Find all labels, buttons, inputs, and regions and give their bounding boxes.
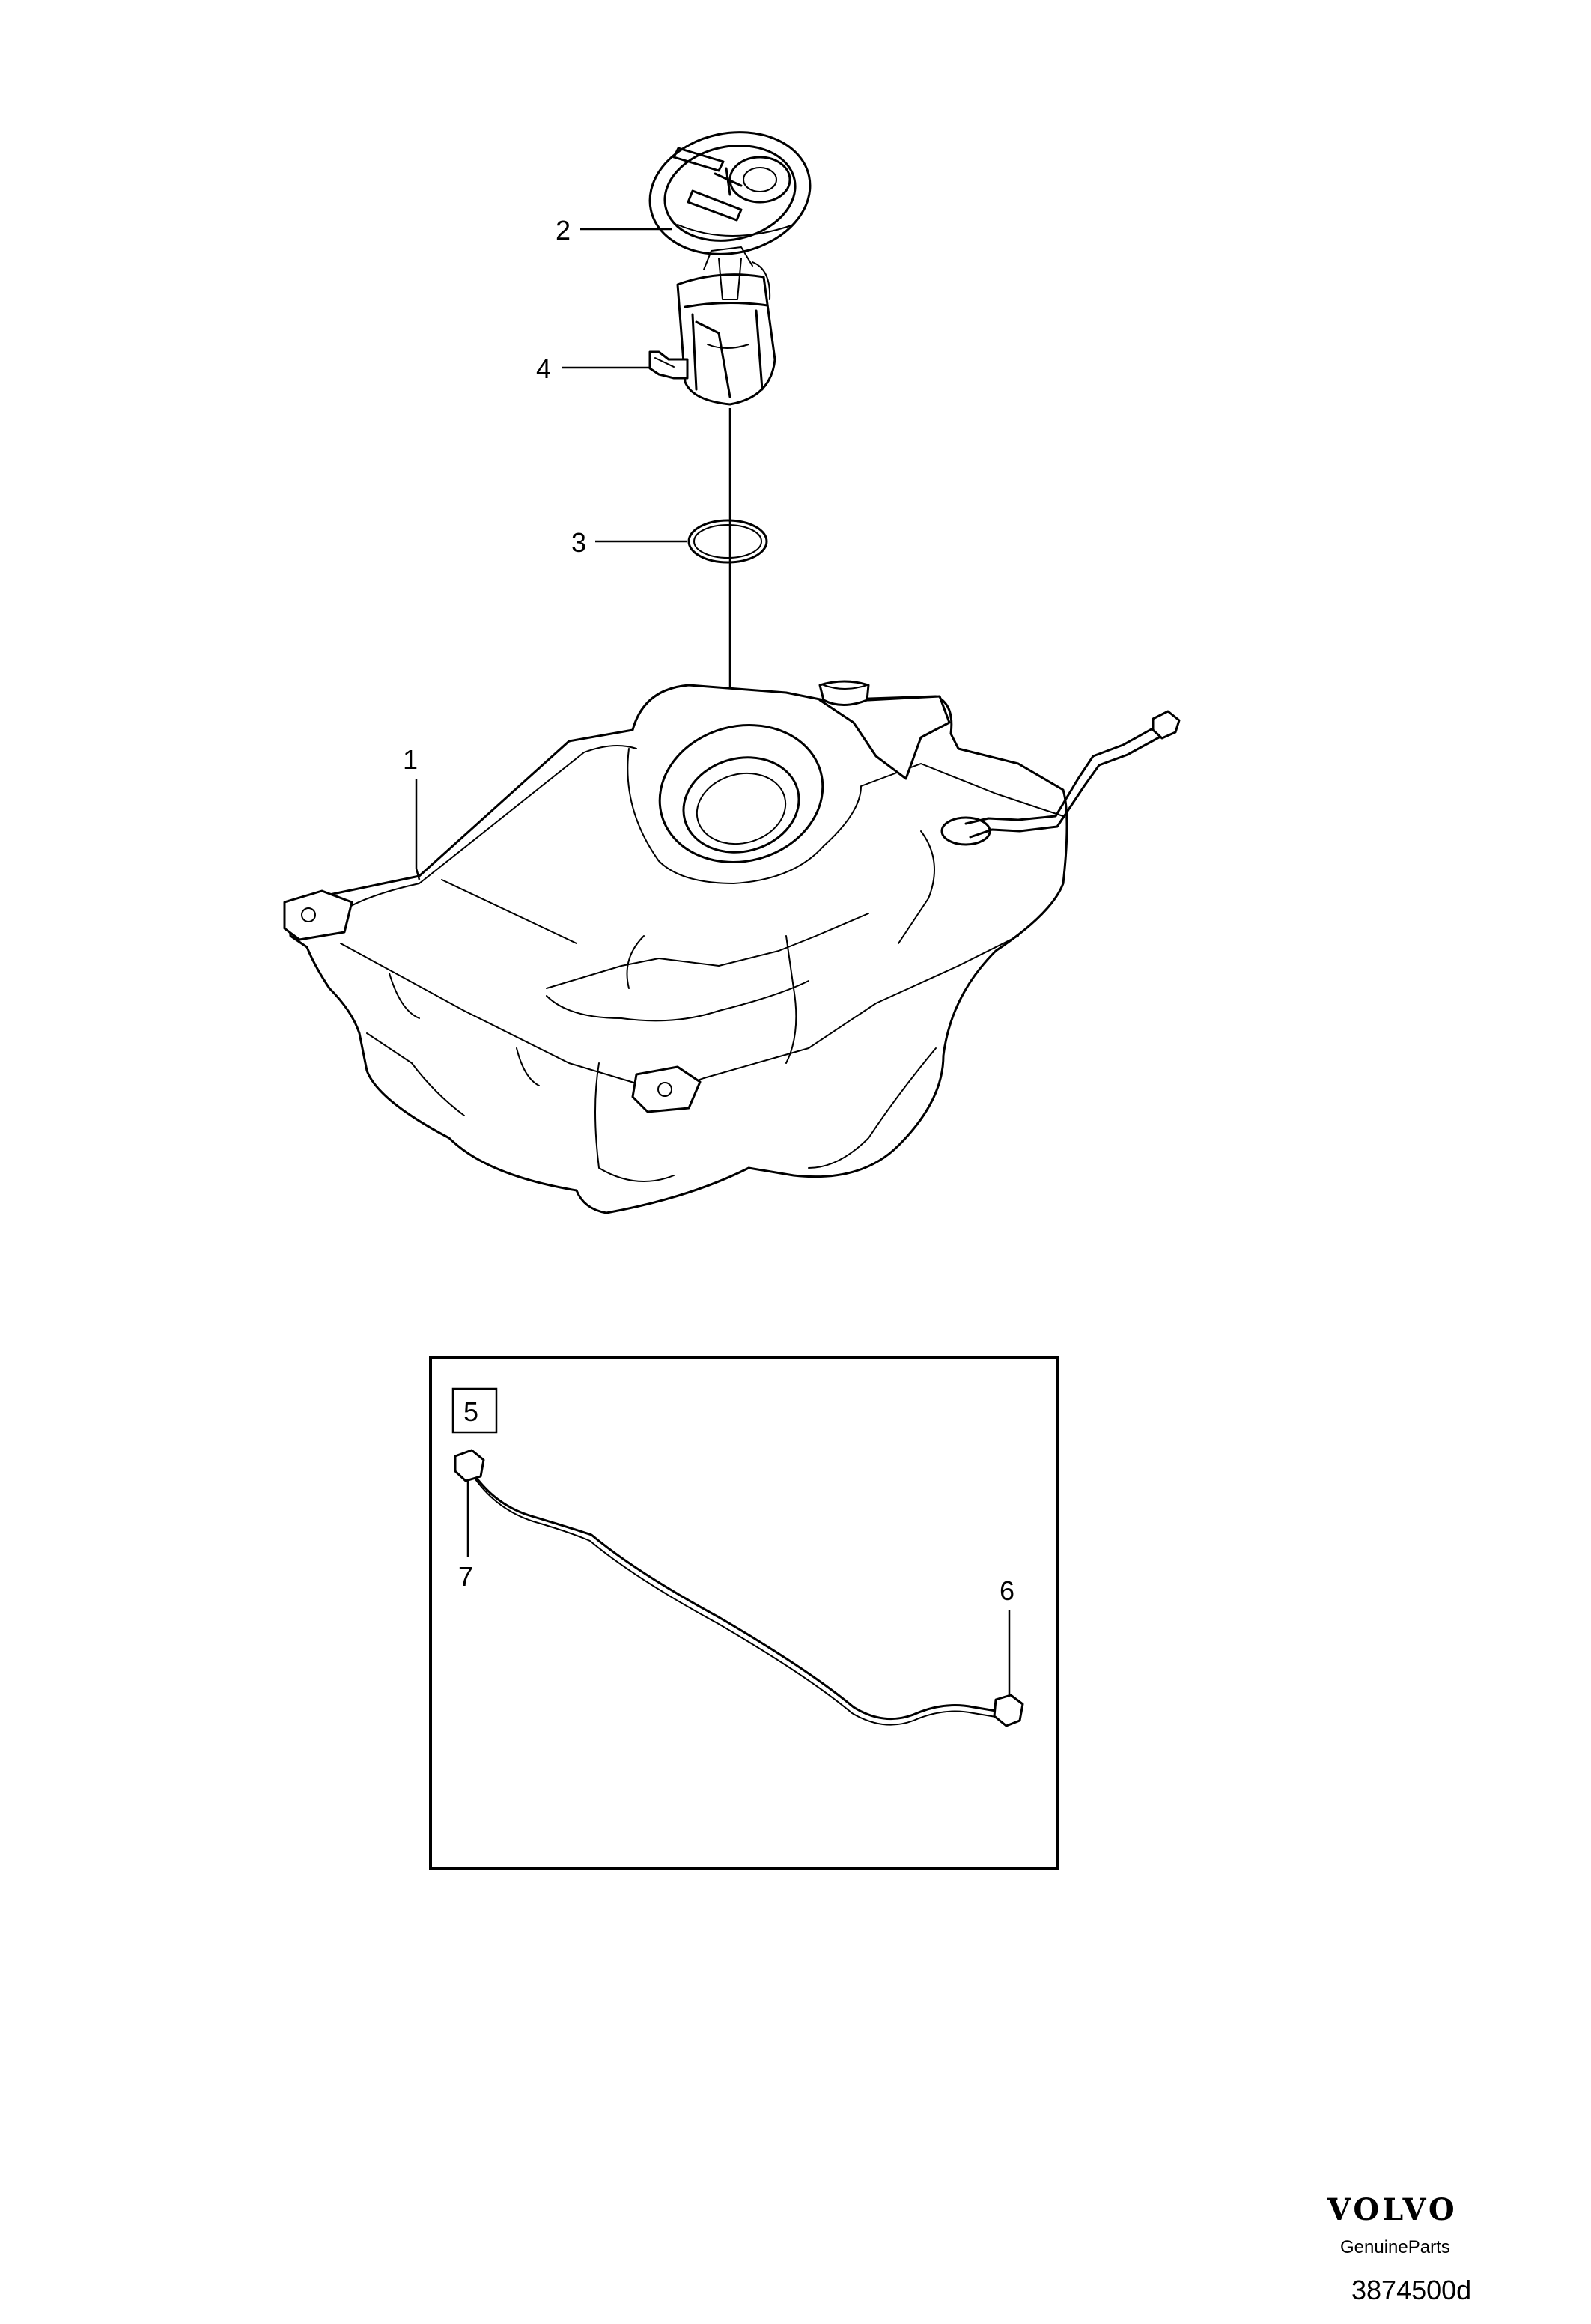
svg-text:6: 6: [1000, 1575, 1014, 1606]
footer: VOLVO GenuineParts 3874500d: [1327, 2192, 1471, 2305]
diagram-reference: 3874500d: [1351, 2275, 1471, 2305]
callout-3: 3: [571, 527, 687, 558]
fuel-tank[interactable]: [283, 680, 1181, 1214]
callout-2: 2: [556, 215, 672, 246]
fuel-pump-flange[interactable]: [639, 118, 822, 268]
callout-4: 4: [536, 353, 650, 384]
wire-harness[interactable]: [454, 1449, 1024, 1727]
callout-1: 1: [403, 744, 421, 880]
callout-7: 7: [458, 1481, 473, 1592]
callout-6: 6: [1000, 1575, 1014, 1695]
fuel-pump-body[interactable]: [676, 246, 776, 406]
brand-tagline: GenuineParts: [1340, 2237, 1450, 2257]
svg-text:3: 3: [571, 527, 586, 558]
pump-bracket[interactable]: [648, 350, 689, 380]
o-ring-seal[interactable]: [687, 519, 768, 564]
svg-text:2: 2: [556, 215, 571, 246]
svg-text:1: 1: [403, 744, 418, 775]
svg-text:4: 4: [536, 353, 551, 384]
svg-text:7: 7: [458, 1561, 473, 1592]
harness-inset: 5 7 6: [429, 1356, 1059, 1870]
brand-logo: VOLVO: [1327, 2192, 1458, 2227]
callout-5: 5: [463, 1396, 478, 1427]
